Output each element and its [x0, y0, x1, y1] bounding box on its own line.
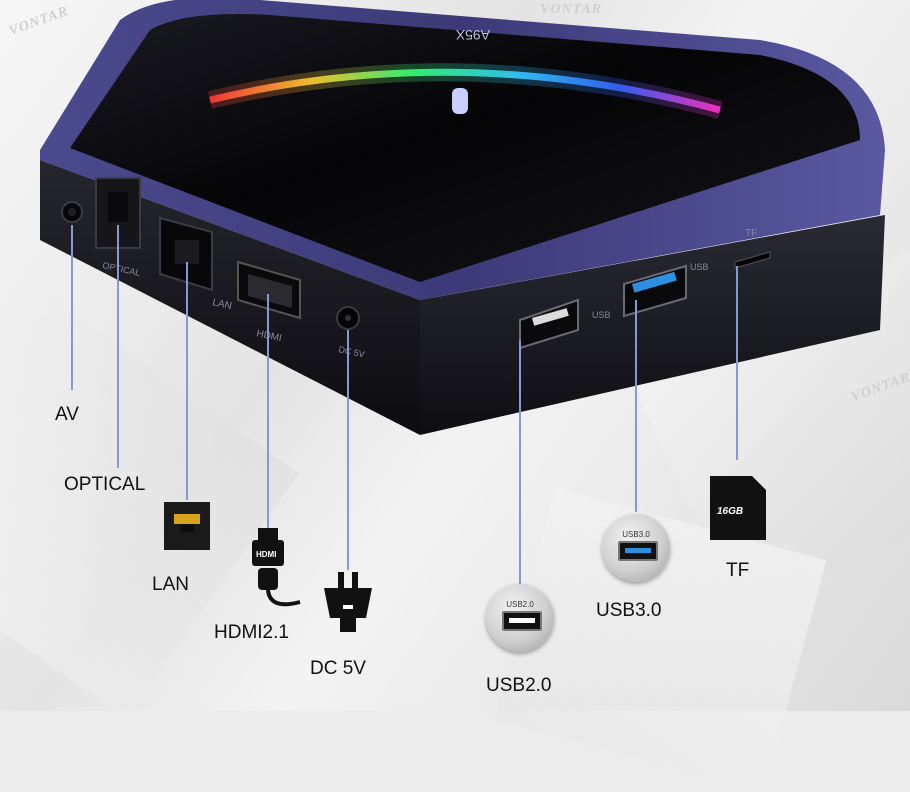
callout-optical: OPTICAL	[64, 474, 146, 495]
usb-slot-shape	[502, 611, 542, 631]
usb2-icon: USB2.0	[486, 584, 554, 652]
hdmi-plug-icon: HDMI	[252, 528, 301, 607]
power-plug-icon	[324, 572, 372, 632]
callout-tf: TF	[726, 560, 750, 581]
usb3-icon: USB3.0	[602, 514, 670, 582]
case-right-face	[420, 215, 885, 435]
sd-card-icon: 16GB	[710, 476, 766, 540]
callout-lan: LAN	[152, 574, 189, 595]
callout-dc: DC 5V	[310, 658, 366, 679]
callout-usb3: USB3.0	[596, 600, 662, 621]
center-light	[452, 88, 468, 114]
tf-case-label: TF	[745, 228, 757, 239]
callout-hdmi: HDMI2.1	[214, 622, 289, 643]
usb3-icon-version: USB3.0	[622, 530, 650, 539]
leader-lines	[71, 225, 738, 585]
usb-case-label-b: USB	[690, 262, 709, 272]
tv-box-illustration: A95X OPTICAL LAN HDMI DC 5V USB USB TF	[40, 0, 885, 632]
device-model-print: A95X	[455, 27, 490, 43]
usb-slot-shape	[618, 541, 658, 561]
hdmi-case-label: HDMI	[255, 328, 282, 344]
ethernet-icon	[164, 502, 210, 550]
watermark-top: VONTAR	[540, 2, 603, 17]
lan-case-label: LAN	[211, 297, 232, 312]
svg-text:16GB: 16GB	[717, 506, 743, 517]
usb2-icon-version: USB2.0	[506, 600, 534, 609]
callout-av: AV	[55, 404, 79, 425]
tf-slot	[734, 251, 771, 269]
usb-case-label-a: USB	[592, 310, 611, 320]
svg-text:HDMI: HDMI	[256, 550, 276, 559]
callout-usb2: USB2.0	[486, 675, 552, 696]
